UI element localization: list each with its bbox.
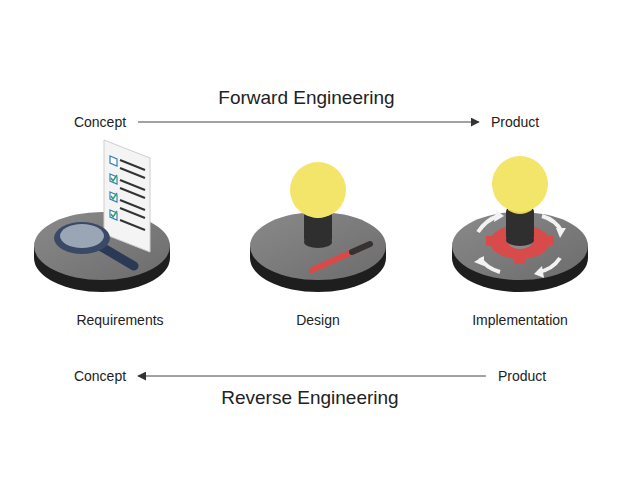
endpoint-label: Concept bbox=[70, 365, 130, 387]
implementation-disc bbox=[452, 156, 588, 292]
node-text: Concept bbox=[74, 367, 126, 385]
node-text: Concept bbox=[74, 113, 126, 131]
node-text: Implementation bbox=[472, 311, 568, 329]
node-text: Product bbox=[498, 367, 546, 385]
edge-heading: Reverse Engineering bbox=[218, 387, 401, 409]
stage-label: Requirements bbox=[72, 309, 167, 331]
design-disc bbox=[250, 162, 386, 292]
node-text: Requirements bbox=[76, 311, 163, 329]
stage-label: Design bbox=[292, 309, 344, 331]
endpoint-label: Concept bbox=[70, 111, 130, 133]
stage-label: Implementation bbox=[468, 309, 572, 331]
node-text: Product bbox=[491, 113, 539, 131]
endpoint-label: Product bbox=[487, 111, 543, 133]
requirements-disc bbox=[34, 140, 170, 292]
flow-arrow bbox=[138, 122, 479, 123]
edge-heading: Forward Engineering bbox=[215, 87, 397, 109]
endpoint-label: Product bbox=[494, 365, 550, 387]
node-text: Design bbox=[296, 311, 340, 329]
flow-arrow bbox=[138, 376, 486, 377]
